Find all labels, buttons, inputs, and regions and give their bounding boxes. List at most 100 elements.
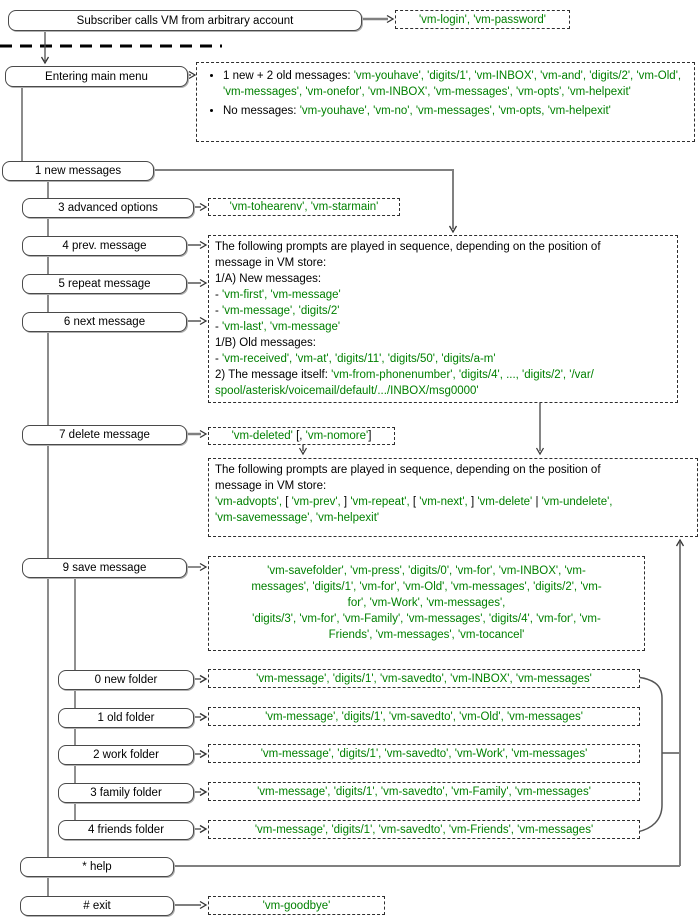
text-segment: 1 new + 2 old messages: [223, 70, 354, 82]
save-folder-line: Friends', 'vm-messages', 'vm-tocancel' [328, 629, 525, 641]
prompt-saved-friends: 'vm-message', 'digits/1', 'vm-savedto', … [208, 820, 640, 839]
node-next-label: 6 next message [63, 316, 146, 328]
folder-gather-bracket [636, 676, 679, 833]
prompt-saved-inbox: 'vm-message', 'digits/1', 'vm-savedto', … [208, 669, 640, 688]
text-segment: 'vm-last', 'vm-message' [222, 321, 341, 333]
text-segment: No messages: [223, 105, 300, 117]
prompt-save-folder: 'vm-savefolder', 'vm-press', 'digits/0',… [208, 556, 645, 651]
main-menu-bullet-2: No messages: 'vm-youhave', 'vm-no', 'vm-… [223, 104, 686, 120]
arrow-deleted-advmenu [298, 445, 308, 456]
text-segment: 'vm-message', 'digits/2' [222, 305, 340, 317]
advanced-menu-line: 'vm-advopts', [ 'vm-prev', ] 'vm-repeat'… [215, 494, 691, 510]
prompt-goodbye: 'vm-goodbye' [208, 896, 385, 915]
node-repeat-label: 5 repeat message [58, 278, 151, 290]
main-menu-bullet-1: 1 new + 2 old messages: 'vm-youhave', 'd… [223, 69, 686, 100]
text-segment: [ [412, 496, 420, 508]
arrow-exit-goodbye [172, 900, 208, 910]
text-segment: 'vm-first', 'vm-message' [222, 289, 341, 301]
save-folder-line: messages', 'digits/1', 'vm-for', 'vm-Old… [251, 581, 602, 593]
trunk-top [21, 29, 50, 161]
prompt-login-text: 'vm-login', 'vm-password' [418, 13, 546, 26]
node-advanced-label: 3 advanced options [58, 202, 158, 214]
node-entering-label: Entering main menu [45, 70, 148, 83]
prompt-saved-work: 'vm-message', 'digits/1', 'vm-savedto', … [208, 744, 640, 763]
arrow-playback-advmenu [535, 403, 545, 456]
node-folder2-label: 2 work folder [93, 749, 159, 761]
arrow-advanced [192, 202, 208, 212]
text-segment: 'vm-from-phonenumber', 'digits/4', ..., … [331, 369, 594, 381]
arrow-save [185, 562, 208, 572]
prompt-saved-old: 'vm-message', 'digits/1', 'vm-savedto', … [208, 707, 640, 726]
prompt-deleted-text: 'vm-deleted' [, 'vm-nomore'] [232, 430, 372, 442]
node-prev-label: 4 prev. message [62, 240, 147, 252]
text-segment: 'vm-delete' [477, 496, 536, 508]
playback-line: The following prompts are played in sequ… [215, 239, 671, 255]
save-folder-line: for', 'vm-Work', 'vm-messages', [347, 597, 506, 609]
arrow-prev [185, 240, 208, 250]
node-folder0-label: 0 new folder [94, 674, 158, 686]
playback-line: 2) The message itself: 'vm-from-phonenum… [215, 367, 671, 383]
text-segment: 'vm-nomore' [305, 430, 369, 442]
text-segment: ] [368, 430, 372, 442]
arrow-folders [192, 674, 208, 834]
text-segment: 'vm-savemessage', 'vm-helpexit' [215, 512, 380, 524]
node-subscriber-label: Subscriber calls VM from arbitrary accou… [76, 14, 294, 27]
node-1-new-label: 1 new messages [34, 165, 122, 177]
prompt-advanced-menu: The following prompts are played in sequ… [208, 458, 698, 537]
text-segment: 'vm-prev', [291, 496, 344, 508]
prompt-main-menu: 1 new + 2 old messages: 'vm-youhave', 'd… [196, 62, 695, 142]
saved-inbox-text: 'vm-message', 'digits/1', 'vm-savedto', … [256, 672, 592, 685]
node-2-work-folder: 2 work folder [58, 745, 194, 765]
text-segment: message in VM store: [215, 480, 327, 492]
playback-line: - 'vm-received', 'vm-at', 'digits/11', '… [215, 351, 671, 367]
node-6-next-message: 6 next message [22, 312, 187, 332]
text-segment: | [535, 496, 542, 508]
node-entering-main-menu: Entering main menu [5, 66, 188, 87]
text-segment: 'vm-deleted' [231, 430, 297, 442]
saved-old-text: 'vm-message', 'digits/1', 'vm-savedto', … [265, 710, 583, 723]
text-segment: - [215, 305, 223, 317]
node-4-friends-folder: 4 friends folder [58, 820, 194, 840]
save-folder-line: 'digits/3', 'vm-for', 'vm-Family', 'vm-m… [252, 613, 601, 625]
node-folder3-label: 3 family folder [90, 787, 162, 799]
prompt-goodbye-text: 'vm-goodbye' [262, 899, 331, 912]
text-segment: - [215, 289, 223, 301]
text-segment: 'vm-youhave', 'vm-no', 'vm-messages', 'v… [299, 105, 611, 117]
playback-line: - 'vm-message', 'digits/2' [215, 303, 671, 319]
text-segment: 'vm-advopts', [215, 496, 286, 508]
node-4-prev-message: 4 prev. message [22, 236, 187, 256]
text-segment: 1/A) New messages: [215, 273, 322, 285]
node-7-delete-message: 7 delete message [22, 425, 187, 445]
saved-friends-text: 'vm-message', 'digits/1', 'vm-savedto', … [254, 823, 594, 836]
node-5-repeat-message: 5 repeat message [22, 274, 187, 294]
text-segment: The following prompts are played in sequ… [215, 241, 601, 253]
save-folder-line: 'vm-savefolder', 'vm-press', 'digits/0',… [267, 565, 586, 577]
node-save-label: 9 save message [62, 562, 147, 574]
playback-line: 1/B) Old messages: [215, 335, 671, 351]
advanced-menu-line: message in VM store: [215, 478, 691, 494]
text-segment: [, [296, 430, 306, 442]
node-folder4-label: 4 friends folder [87, 824, 165, 836]
text-segment: - [215, 321, 223, 333]
text-segment: - [215, 353, 223, 365]
node-exit: # exit [20, 896, 174, 916]
arrow-subscriber-login [360, 14, 395, 24]
arrow-delete [185, 429, 208, 439]
advanced-menu-line: 'vm-savemessage', 'vm-helpexit' [215, 510, 691, 526]
text-segment: ] [343, 496, 351, 508]
node-1-old-folder: 1 old folder [58, 708, 194, 728]
text-segment: 'vm-repeat', [350, 496, 413, 508]
playback-line: - 'vm-last', 'vm-message' [215, 319, 671, 335]
prompt-saved-family: 'vm-message', 'digits/1', 'vm-savedto', … [208, 782, 640, 801]
prompt-tohearenv-text: 'vm-tohearenv', 'vm-starmain' [229, 201, 379, 213]
text-segment: The following prompts are played in sequ… [215, 464, 601, 476]
text-segment: 'vm-undelete', [541, 496, 613, 508]
node-exit-label: # exit [83, 900, 111, 912]
playback-line: spool/asterisk/voicemail/default/.../INB… [215, 383, 671, 399]
text-segment: [ [285, 496, 292, 508]
prompt-tohearenv: 'vm-tohearenv', 'vm-starmain' [208, 198, 400, 216]
node-subscriber-calls-vm: Subscriber calls VM from arbitrary accou… [8, 10, 362, 31]
node-0-new-folder: 0 new folder [58, 670, 194, 690]
playback-line: message in VM store: [215, 255, 671, 271]
